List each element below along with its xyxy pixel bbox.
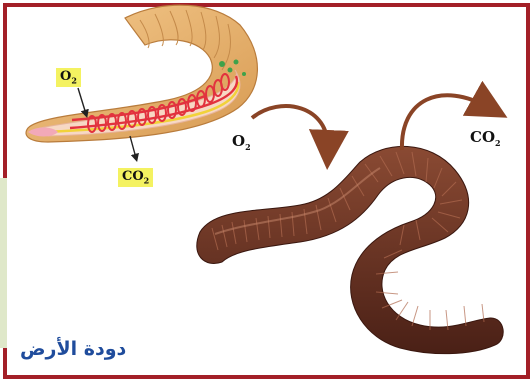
caption-earthworm: دودة الأرض: [20, 338, 170, 360]
inset-oxygen-label: O2: [56, 68, 81, 87]
inset-co2-label: CO2: [118, 168, 153, 187]
oxygen-in-arrow: [252, 106, 328, 150]
co2-label: CO2: [470, 128, 501, 148]
oxygen-label: O2: [232, 132, 251, 152]
earthworm-photo: [197, 146, 503, 353]
